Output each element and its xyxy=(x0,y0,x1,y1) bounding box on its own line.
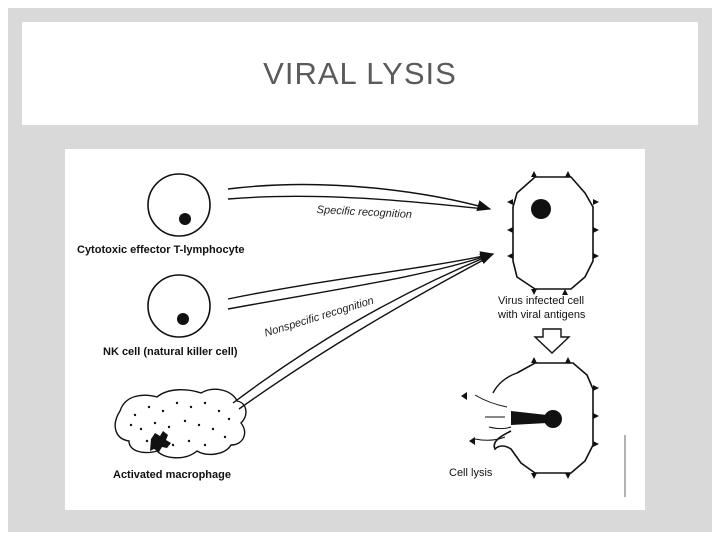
nonspecific-recognition-arrows xyxy=(227,251,495,410)
infected-cell-label: Virus infected cell xyxy=(498,295,585,307)
down-arrow-icon xyxy=(533,328,571,354)
activated-macrophage-cell xyxy=(114,388,247,459)
t-lymphocyte-cell xyxy=(147,173,211,237)
infected-cell-label-line2: with viral antigens xyxy=(498,309,586,321)
nk-cell-label: NK cell (natural killer cell) xyxy=(103,346,238,358)
slide-title: VIRAL LYSIS xyxy=(263,56,457,91)
nk-cell xyxy=(147,274,211,338)
diagram-svg xyxy=(114,171,626,497)
specific-recognition-arrow xyxy=(227,183,492,212)
t-lymphocyte-label: Cytotoxic effector T-lymphocyte xyxy=(77,244,245,256)
cell-lysis-label: Cell lysis xyxy=(449,467,493,479)
title-box xyxy=(22,22,698,125)
virus-infected-cell xyxy=(507,171,599,295)
lysed-cell xyxy=(461,357,599,479)
diagram-figure: Cytotoxic effector T-lymphocyte NK cell … xyxy=(65,149,645,510)
macrophage-label: Activated macrophage xyxy=(113,469,231,481)
